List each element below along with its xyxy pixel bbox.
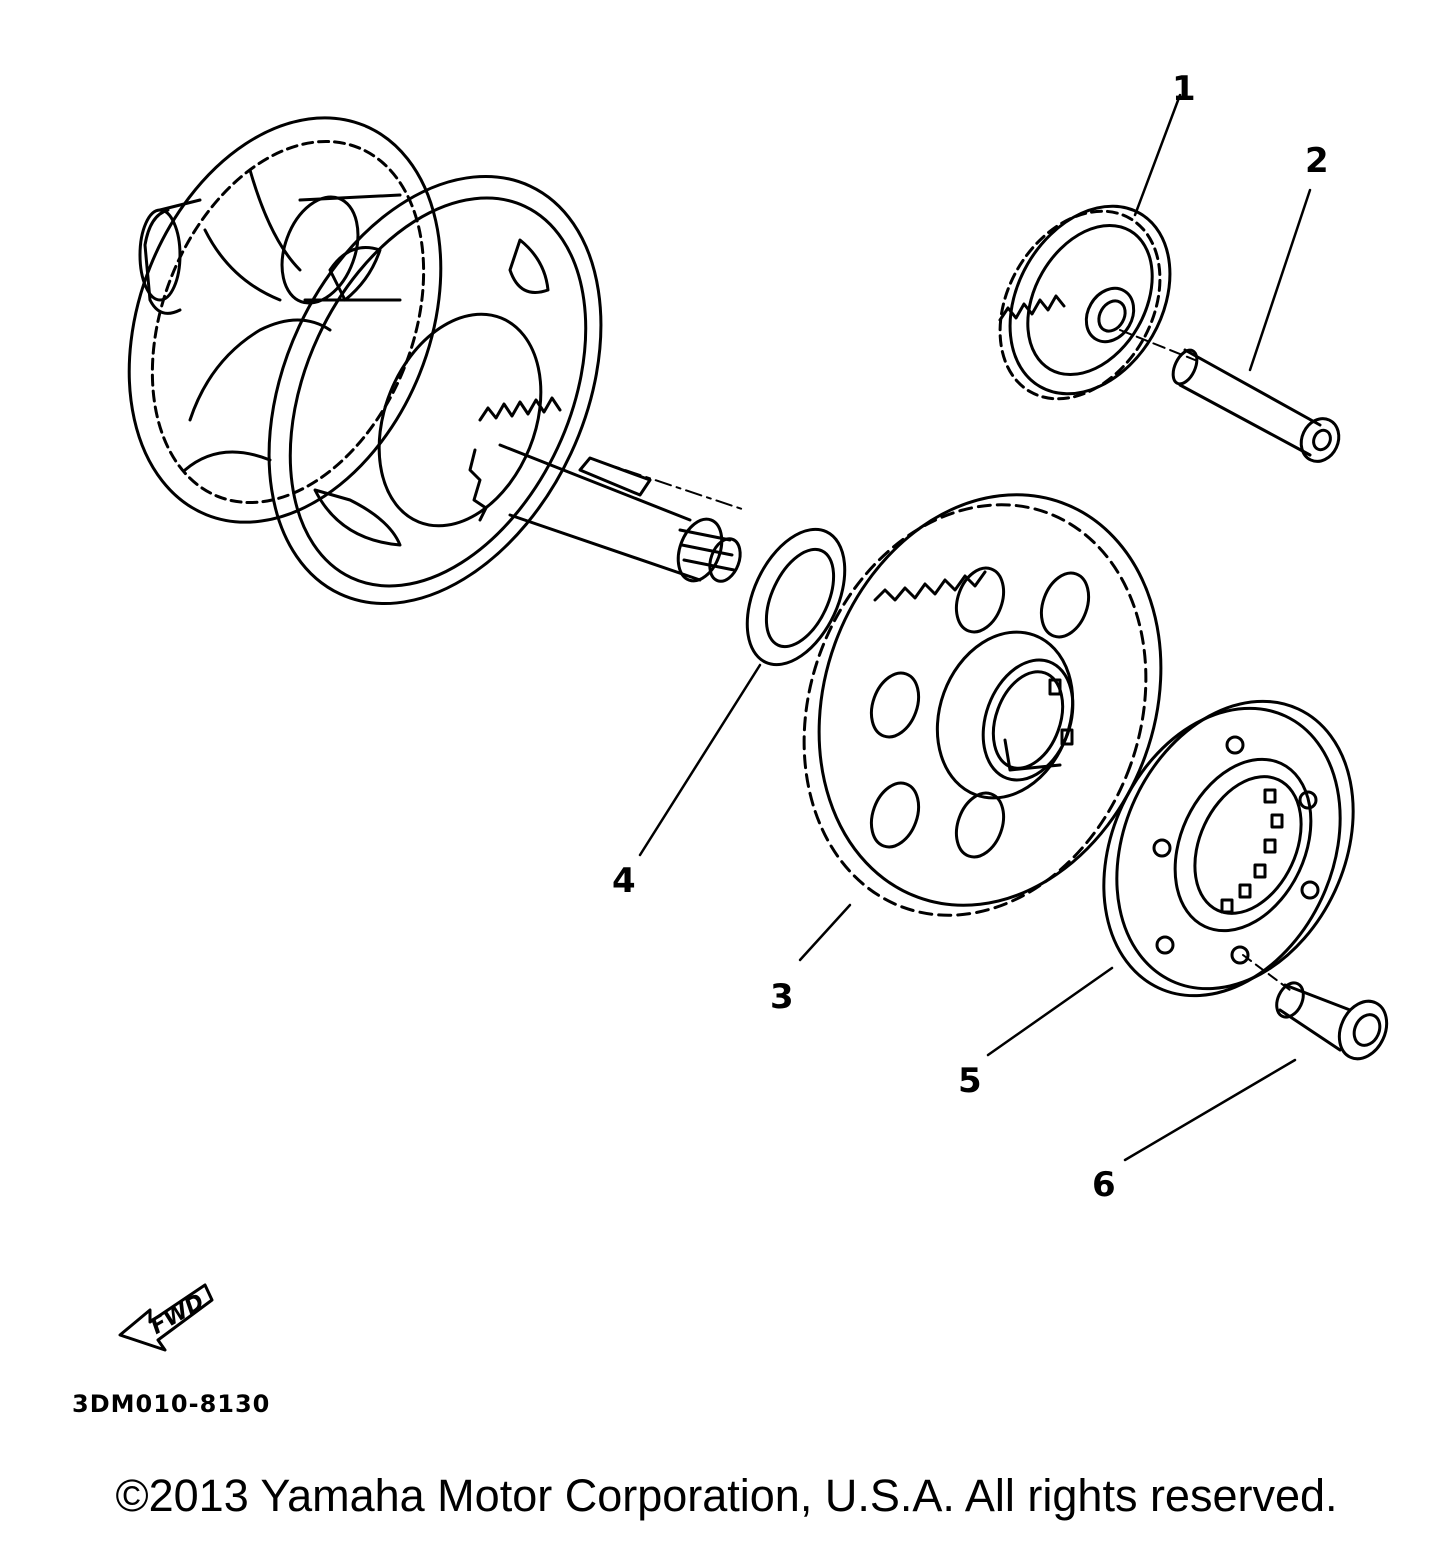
leader-line-1 — [1133, 93, 1182, 217]
part-1-idle-gear — [998, 93, 1182, 401]
part-6-bolt — [1123, 954, 1389, 1162]
part-number-5: 5 — [958, 1061, 982, 1101]
part-number-1: 1 — [1172, 69, 1196, 109]
part-number-3: 3 — [770, 977, 794, 1017]
leader-line-5 — [986, 966, 1114, 1057]
part-3-starter-wheel-gear — [798, 493, 1163, 962]
crankshaft-assembly — [127, 116, 746, 606]
part-number-6: 6 — [1092, 1165, 1116, 1205]
leader-line-2 — [1248, 188, 1312, 372]
leader-line-6 — [1123, 1058, 1297, 1162]
copyright-notice: ©2013 Yamaha Motor Corporation, U.S.A. A… — [115, 1470, 1338, 1521]
fwd-label: FWD — [146, 1289, 208, 1339]
part-number-4: 4 — [612, 861, 636, 901]
part-2-shaft — [1119, 188, 1341, 463]
part-5-starter-clutch — [986, 699, 1355, 1057]
leader-line-4 — [638, 663, 762, 857]
fwd-arrow-icon: FWD — [118, 1283, 214, 1352]
part-number-2: 2 — [1305, 141, 1329, 181]
diagram-code: 3DM010-8130 — [72, 1390, 270, 1418]
exploded-parts-diagram: 1 2 3 4 5 6 FWD 3DM010-8130 — [72, 69, 1389, 1418]
part-4-washer — [638, 527, 847, 857]
leader-line-3 — [798, 903, 852, 962]
